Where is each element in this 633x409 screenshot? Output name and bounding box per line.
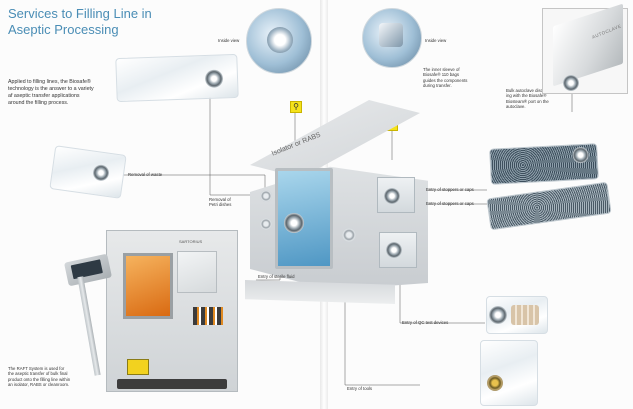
intro-line-1: Applied to filling lines, the Biosafe® — [8, 79, 91, 85]
label-removal-waste: Removal of waste — [128, 172, 163, 177]
magnifier-icon[interactable]: ⚲ — [290, 101, 302, 113]
raft-tube-rack — [193, 307, 223, 325]
raft-brand-label: SARTORIUS — [179, 239, 203, 244]
glove-port-2 — [260, 218, 272, 230]
intro-line-4: around the filling process. — [8, 99, 69, 106]
glove-port-3 — [342, 228, 356, 242]
raft-base — [117, 379, 227, 389]
autoclave-line-1: Bulk autoclave discharg- — [506, 88, 553, 93]
inner-sleeve-line-4: during transfer. — [423, 83, 452, 89]
inner-sleeve-line-3: guides the components — [423, 77, 468, 83]
label-removal-petri: Removal of Petri dishes — [209, 197, 231, 208]
autoclave-line-2: ing with the Biosafe® — [506, 93, 547, 99]
raft-text: The RAFT System is used for the aseptic … — [8, 366, 118, 387]
autoclave-text: Bulk autoclave discharg- ing with the Bi… — [506, 88, 582, 109]
autoclave-port — [563, 75, 579, 91]
inside-view-left-image — [246, 8, 312, 74]
intro-text: Applied to filling lines, the Biosafe® t… — [8, 79, 118, 107]
label-entry-qc: Entry of QC test devices — [402, 320, 449, 325]
label-entry-sterile-fluid: Entry of sterile fluid — [258, 274, 295, 279]
glove-port-1 — [260, 190, 272, 202]
removal-petri-line-2: Petri dishes — [209, 202, 232, 208]
intro-line-3: af aseptic transfer applications — [8, 92, 80, 99]
autoclave-line-4: autoclave. — [506, 104, 526, 110]
sterile-fluid-port — [284, 213, 304, 233]
raft-line-2: the aseptic transfer of bulk final — [8, 371, 68, 377]
autoclave-line-3: Biosteam® port on the — [506, 98, 549, 104]
inside-view-right-image — [362, 8, 422, 68]
intro-line-2: technology is the answer to a variety — [8, 85, 94, 92]
inner-sleeve-line-1: The inner sleeve of — [423, 67, 460, 72]
raft-line-3: product onto the filling line within — [8, 376, 71, 382]
label-entry-stoppers-2: Entry of stoppers or caps — [426, 201, 474, 206]
inner-sleeve-text: The inner sleeve of Biosafe® 110 bags gu… — [423, 67, 493, 88]
raft-orange-chamber — [123, 253, 173, 319]
transfer-bag-top — [115, 53, 239, 103]
qc-bag — [486, 296, 548, 334]
label-inside-view-right: Inside view — [425, 38, 447, 43]
raft-line-1: The RAFT System is used for — [8, 366, 65, 371]
title-line-1: Services to Filling Line in — [8, 6, 152, 21]
isolator-base — [245, 280, 395, 304]
raft-warning-label — [127, 359, 149, 375]
raft-side-panel — [177, 251, 217, 293]
raft-line-4: an isolator, RABS or cleanroom. — [8, 382, 70, 388]
tools-bag — [480, 340, 538, 406]
label-entry-stoppers-1: Entry of stoppers or caps — [426, 187, 474, 192]
stopper-hatch — [377, 177, 415, 213]
raft-machine-body: SARTORIUS — [106, 230, 238, 392]
removal-petri-line-1: Removal of — [209, 197, 231, 202]
inner-sleeve-line-2: Biosafe® 110 bags — [423, 72, 460, 78]
qc-hatch — [379, 232, 417, 268]
page-title: Services to Filling Line in Aseptic Proc… — [8, 6, 152, 37]
title-line-2: Aseptic Processing — [8, 21, 119, 37]
autoclave-frame: AUTOCLAVE — [542, 3, 628, 94]
label-entry-tools: Entry of tools — [347, 386, 373, 391]
stopper-bag-1 — [489, 143, 599, 185]
label-inside-view-left: Inside view — [218, 38, 240, 43]
